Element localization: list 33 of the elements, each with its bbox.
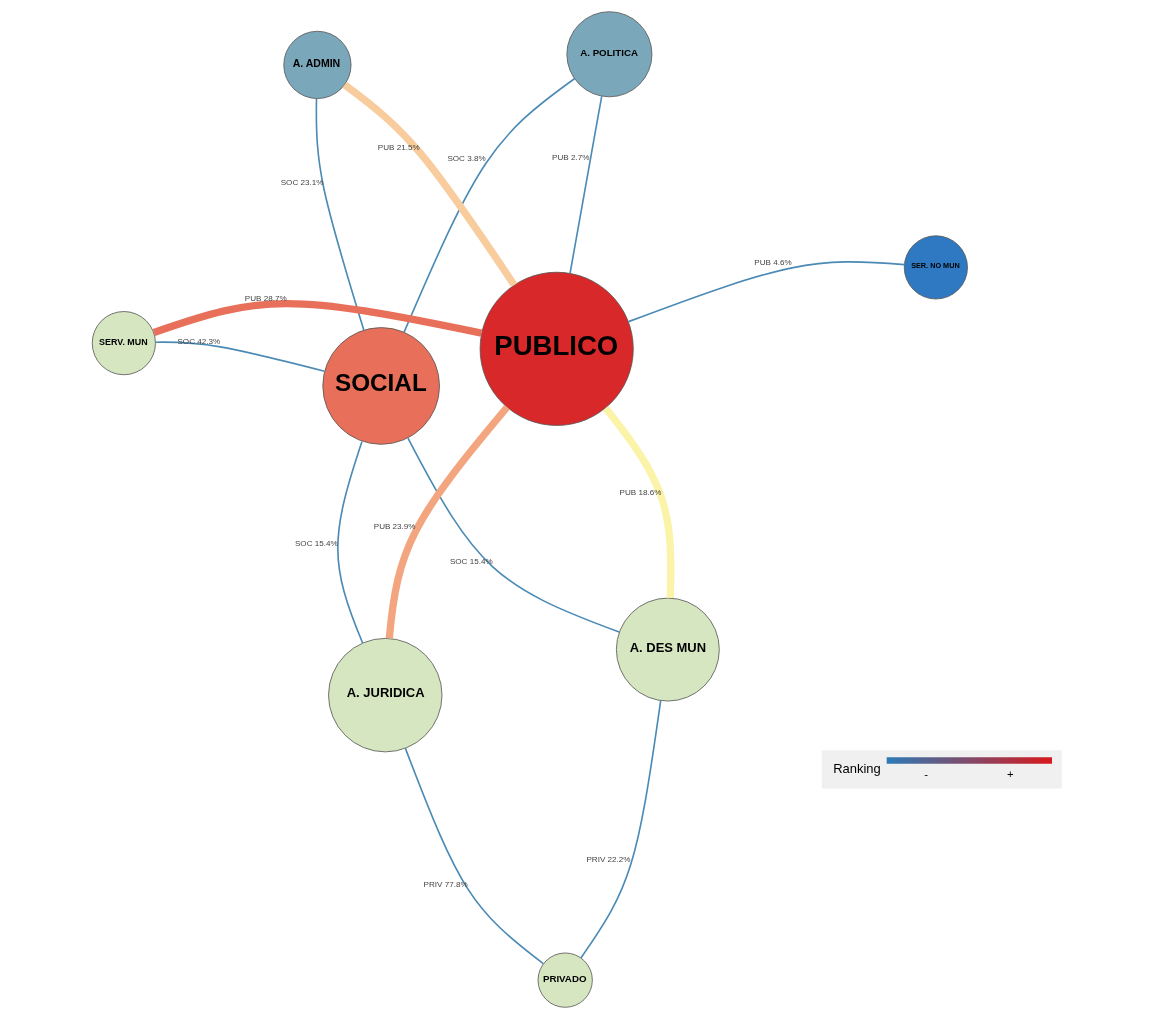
node-circle: A. JURIDICA [328,638,443,753]
node-circle: SER. NO MUN [903,235,968,300]
connector [385,404,510,639]
node-circle: SERV. MUN [91,311,156,376]
edge-label: SOC 3.8% [447,153,486,163]
node-circle: PRIVADO [537,952,593,1008]
connector [337,440,364,644]
edge-label: PRIV 22.2% [586,855,631,865]
edge-label: PUB 4.6% [754,258,792,268]
connector [152,299,483,337]
node-circle: A. ADMIN [283,30,352,99]
node-circle: A. DES MUN [615,597,720,702]
label: Ranking [833,760,881,776]
edge-label: PUB 28.7% [244,294,287,304]
connector [403,77,576,333]
connector [315,97,365,331]
connector [154,341,326,372]
connector [407,437,620,633]
node-circle: PUBLICO [479,271,634,426]
connector [404,747,545,965]
edge-label: PUB 2.7% [552,153,590,163]
connector [627,261,906,323]
node-circle: SOCIAL [322,327,440,445]
connector [602,405,675,598]
connector [342,81,518,288]
connector [580,699,662,959]
edge-label: PUB 21.5% [377,143,420,153]
connector [569,95,603,275]
label: - [924,767,929,780]
edge-label: PUB 23.9% [373,521,416,531]
edge-label: PUB 18.6% [619,488,662,498]
label: + [1007,767,1014,780]
node-circle: A. POLITICA [566,11,653,98]
